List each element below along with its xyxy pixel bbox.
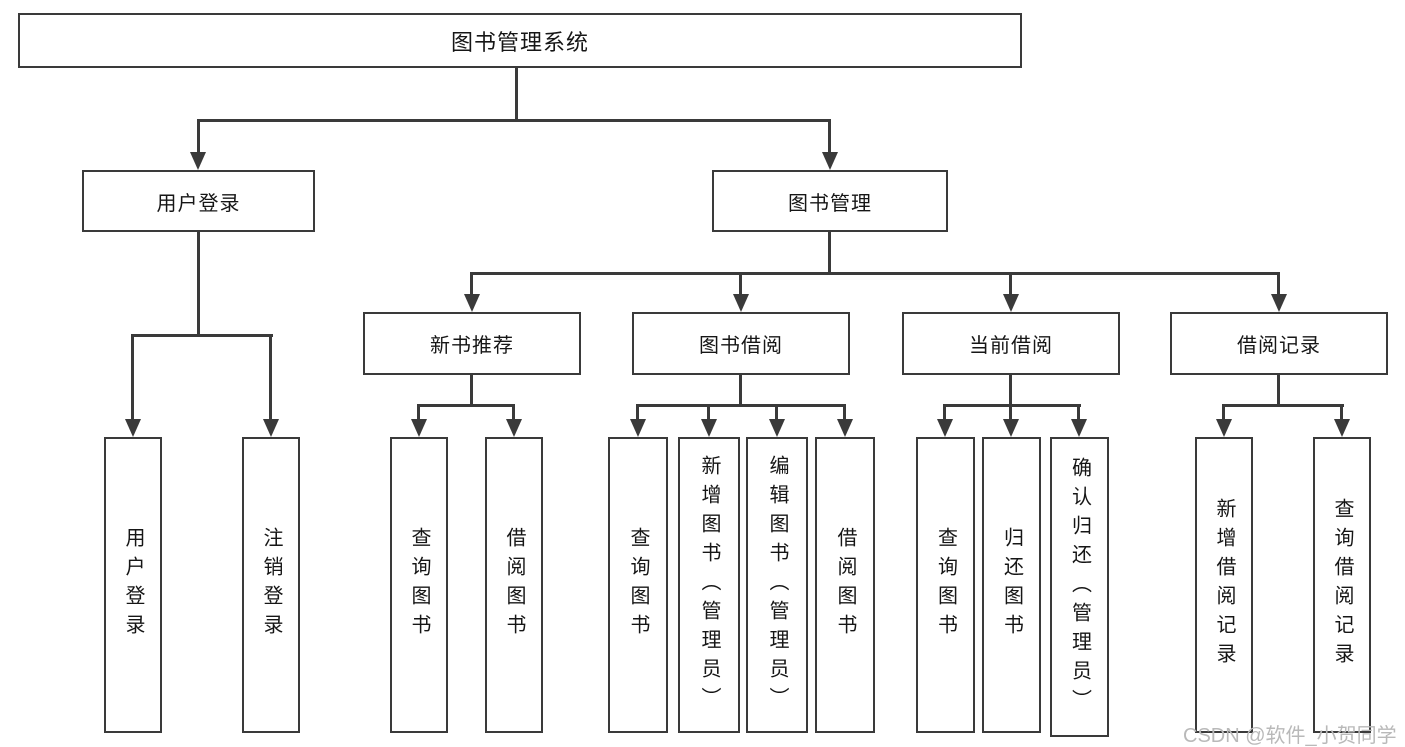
arrow-down-icon xyxy=(1334,419,1350,437)
connector-line xyxy=(739,272,742,295)
connector-line xyxy=(1340,404,1343,420)
connector-line xyxy=(515,66,518,120)
connector-line xyxy=(1077,404,1080,420)
leaf-user-login: 用户登录 xyxy=(104,437,162,733)
connector-line xyxy=(1009,404,1012,420)
leaf-query-books-1: 查询图书 xyxy=(390,437,448,733)
arrow-down-icon xyxy=(733,294,749,312)
leaf-confirm-return-admin: 确认归还（管理员） xyxy=(1050,437,1109,737)
connector-line xyxy=(197,230,200,336)
connector-line xyxy=(470,272,473,295)
connector-line xyxy=(943,404,1081,407)
node-borrow-records: 借阅记录 xyxy=(1170,312,1388,375)
connector-line xyxy=(512,404,515,420)
connector-line xyxy=(417,404,420,420)
connector-line xyxy=(470,373,473,406)
node-book-borrow: 图书借阅 xyxy=(632,312,850,375)
leaf-query-books-2: 查询图书 xyxy=(608,437,668,733)
arrow-down-icon xyxy=(837,419,853,437)
node-book-management: 图书管理 xyxy=(712,170,948,232)
arrow-down-icon xyxy=(1003,294,1019,312)
arrow-down-icon xyxy=(125,419,141,437)
connector-line xyxy=(828,230,831,274)
arrow-down-icon xyxy=(190,152,206,170)
connector-line xyxy=(1009,272,1012,295)
connector-line xyxy=(1222,404,1344,407)
connector-line xyxy=(828,119,831,154)
connector-line xyxy=(417,404,515,407)
connector-line xyxy=(1009,373,1012,406)
connector-line xyxy=(843,404,846,420)
arrow-down-icon xyxy=(1216,419,1232,437)
arrow-down-icon xyxy=(630,419,646,437)
arrow-down-icon xyxy=(1071,419,1087,437)
arrow-down-icon xyxy=(701,419,717,437)
connector-line xyxy=(197,119,200,154)
connector-line xyxy=(636,404,846,407)
connector-line xyxy=(470,272,1280,275)
arrow-down-icon xyxy=(411,419,427,437)
leaf-query-books-3: 查询图书 xyxy=(916,437,975,733)
leaf-return-book: 归还图书 xyxy=(982,437,1041,733)
node-current-borrow: 当前借阅 xyxy=(902,312,1120,375)
arrow-down-icon xyxy=(506,419,522,437)
connector-line xyxy=(739,373,742,406)
arrow-down-icon xyxy=(769,419,785,437)
connector-line xyxy=(636,404,639,420)
connector-line xyxy=(197,119,831,122)
watermark-text: CSDN @软件_小贺同学 xyxy=(1183,725,1397,747)
arrow-down-icon xyxy=(1003,419,1019,437)
connector-line xyxy=(1277,272,1280,295)
arrow-down-icon xyxy=(937,419,953,437)
leaf-borrow-books-2: 借阅图书 xyxy=(815,437,875,733)
node-user-login: 用户登录 xyxy=(82,170,315,232)
connector-line xyxy=(707,404,710,420)
connector-line xyxy=(131,334,273,337)
leaf-add-book-admin: 新增图书（管理员） xyxy=(678,437,740,733)
leaf-query-borrow-record: 查询借阅记录 xyxy=(1313,437,1371,733)
leaf-add-borrow-record: 新增借阅记录 xyxy=(1195,437,1253,733)
node-library-management-system: 图书管理系统 xyxy=(18,13,1022,68)
arrow-down-icon xyxy=(822,152,838,170)
arrow-down-icon xyxy=(1271,294,1287,312)
connector-line xyxy=(1277,373,1280,406)
arrow-down-icon xyxy=(263,419,279,437)
connector-line xyxy=(131,334,134,420)
connector-line xyxy=(775,404,778,420)
leaf-edit-book-admin: 编辑图书（管理员） xyxy=(746,437,808,733)
connector-line xyxy=(269,334,272,420)
connector-line xyxy=(1222,404,1225,420)
leaf-borrow-books-1: 借阅图书 xyxy=(485,437,543,733)
arrow-down-icon xyxy=(464,294,480,312)
connector-line xyxy=(943,404,946,420)
leaf-logout: 注销登录 xyxy=(242,437,300,733)
node-new-book-recommend: 新书推荐 xyxy=(363,312,581,375)
